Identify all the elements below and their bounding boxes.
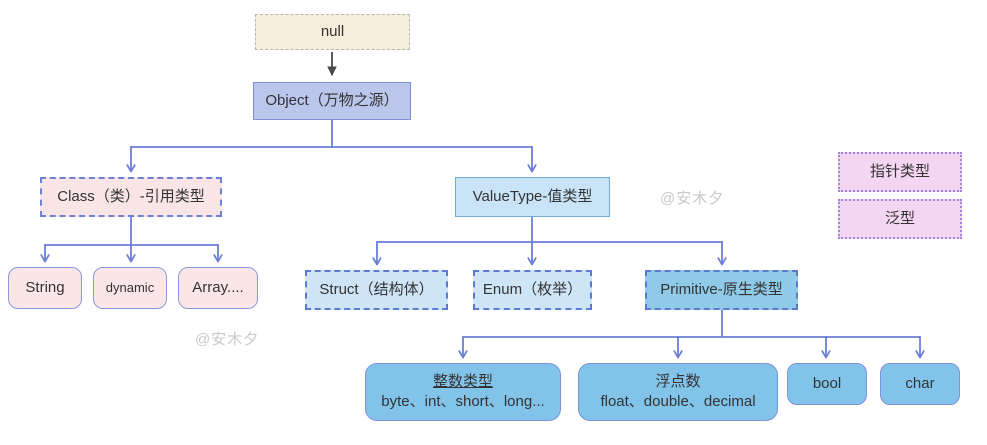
node-dynamic: dynamic <box>93 267 167 309</box>
integer-types-title: 整数类型 <box>432 373 493 390</box>
integer-types-list: byte、int、short、long... <box>381 393 545 410</box>
node-enum: Enum（枚举） <box>473 270 592 310</box>
float-types-title: 浮点数 <box>655 373 701 390</box>
watermark-left: @安木夕 <box>195 331 260 348</box>
node-object: Object（万物之源） <box>253 82 411 120</box>
edge-class-branch <box>45 217 218 246</box>
node-valuetype: ValueType-值类型 <box>455 177 610 217</box>
float-types-list: float、double、decimal <box>600 393 756 410</box>
node-float-types: 浮点数 float、double、decimal <box>578 363 778 421</box>
node-string: String <box>8 267 82 309</box>
edge-object-branch <box>131 120 532 148</box>
node-char: char <box>880 363 960 405</box>
node-struct: Struct（结构体） <box>305 270 448 310</box>
node-primitive: Primitive-原生类型 <box>645 270 798 310</box>
node-pointer-type: 指针类型 <box>838 152 962 192</box>
node-array: Array.... <box>178 267 258 309</box>
node-class: Class（类）-引用类型 <box>40 177 222 217</box>
edge-valuetype-branch <box>377 217 722 243</box>
watermark-right: @安木夕 <box>660 190 725 207</box>
node-generic-type: 泛型 <box>838 199 962 239</box>
node-bool: bool <box>787 363 867 405</box>
edge-primitive-branch <box>463 310 920 338</box>
node-null: null <box>255 14 410 50</box>
node-integer-types: 整数类型 byte、int、short、long... <box>365 363 561 421</box>
